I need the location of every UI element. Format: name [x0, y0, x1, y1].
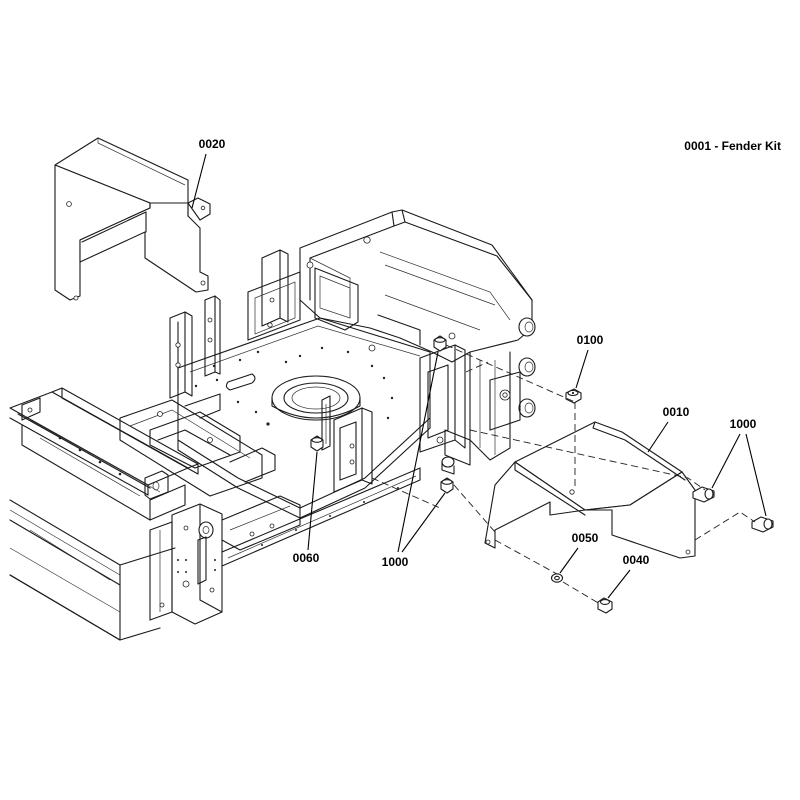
- kit-title: 0001 - Fender Kit: [684, 139, 781, 153]
- fender-0010: [484, 421, 696, 559]
- callout-0040: 0040: [623, 553, 650, 567]
- callout-0050: 0050: [572, 531, 599, 545]
- leader-0040: [607, 569, 631, 599]
- nut-0060: [310, 435, 324, 452]
- leader-1000-right-upper: [711, 433, 741, 489]
- leader-0050: [559, 547, 579, 574]
- leader-1000-upper: [397, 351, 439, 553]
- washer-0050: [550, 573, 564, 583]
- callout-0100: 0100: [577, 333, 604, 347]
- leader-0010: [647, 421, 669, 453]
- callout-0060: 0060: [293, 551, 320, 565]
- bolt-1000-lower: [751, 516, 774, 533]
- nut-1000-upper: [433, 335, 447, 352]
- callout-1000-right: 1000: [730, 417, 757, 431]
- bolt-1000-upper: [692, 486, 715, 503]
- leader-0060: [307, 451, 318, 551]
- mower-frame: [9, 209, 536, 641]
- nut-1000-lower: [440, 477, 454, 494]
- callout-1000-bottom: 1000: [382, 555, 409, 569]
- callout-0010: 0010: [663, 405, 690, 419]
- fender-0020: [54, 137, 211, 301]
- assembly-lines: [371, 344, 756, 605]
- nut-0100: [565, 388, 582, 404]
- leader-0020: [191, 153, 207, 209]
- leader-1000-right-lower: [745, 433, 767, 517]
- bolt-0040: [597, 597, 613, 614]
- callout-0020: 0020: [199, 137, 226, 151]
- leader-1000-lower: [401, 492, 446, 553]
- leader-0100: [575, 349, 589, 389]
